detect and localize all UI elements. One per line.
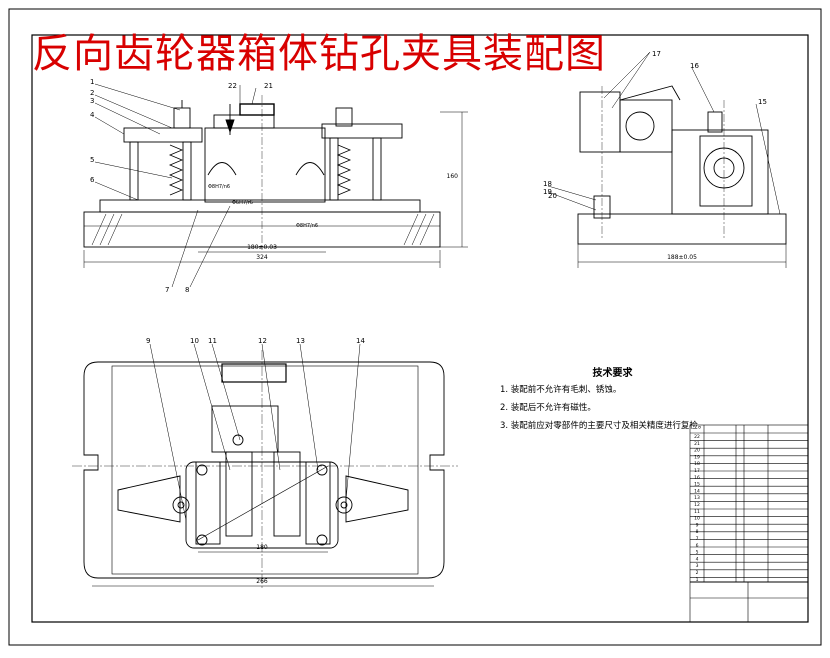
part-callout-21: 21 — [264, 82, 273, 90]
front-view — [83, 83, 468, 288]
parts-list-number-3: 3 — [696, 563, 699, 569]
dimension-plan-width: 266 — [256, 578, 268, 585]
dimension-plan-inner: 180 — [256, 544, 268, 551]
parts-list-number-9: 9 — [696, 522, 699, 528]
dimension-side-width: 188±0.05 — [667, 254, 697, 261]
parts-list-number-11: 11 — [694, 509, 700, 515]
parts-list-number-1: 1 — [696, 577, 699, 583]
drawing-title: 反向齿轮器箱体钻孔夹具装配图 — [32, 31, 606, 77]
dimension-front-height: 160 — [447, 173, 459, 180]
part-callout-11: 11 — [208, 337, 217, 345]
parts-list-number-6: 6 — [696, 543, 699, 549]
technical-requirements: 技术要求 1. 装配前不允许有毛刺、锈蚀。 2. 装配后不允许有磁性。 3. 装… — [500, 364, 707, 433]
parts-list-number-8: 8 — [696, 529, 699, 535]
parts-list-number-2: 2 — [696, 570, 699, 576]
parts-list-number-18: 18 — [694, 461, 700, 467]
parts-list-number-12: 12 — [694, 502, 700, 508]
dimension-front-inner: 180±0.03 — [247, 244, 277, 251]
part-callout-9: 9 — [146, 337, 150, 345]
part-callout-16: 16 — [690, 62, 699, 70]
dimension-front-width: 324 — [256, 254, 268, 261]
part-callout-3: 3 — [90, 97, 94, 105]
part-callout-18: 18 — [543, 180, 552, 188]
parts-list-number-21: 21 — [694, 441, 700, 447]
part-callout-2: 2 — [90, 89, 94, 97]
plan-view — [72, 343, 458, 590]
part-callout-15: 15 — [758, 98, 767, 106]
part-callout-5: 5 — [90, 156, 94, 164]
parts-list-number-10: 10 — [694, 516, 700, 522]
part-callout-12: 12 — [258, 337, 267, 345]
tech-req-heading: 技术要求 — [592, 368, 633, 379]
parts-list-number-7: 7 — [696, 536, 699, 542]
fit-label-1: Φ8H7/n6 — [208, 184, 230, 190]
part-callout-17: 17 — [652, 50, 661, 58]
parts-list-number-16: 16 — [694, 475, 700, 481]
tech-req-item-2: 2. 装配后不允许有磁性。 — [500, 403, 596, 413]
parts-list-number-20: 20 — [694, 448, 700, 454]
parts-list-number-4: 4 — [696, 556, 699, 562]
parts-list-number-22: 22 — [694, 434, 700, 440]
outer-border — [8, 8, 822, 646]
part-callout-8: 8 — [185, 286, 189, 294]
side-view — [547, 51, 787, 268]
part-callout-13: 13 — [296, 337, 305, 345]
part-callout-14: 14 — [356, 337, 365, 345]
tech-req-item-3: 3. 装配前应对零部件的主要尺寸及相关精度进行复检。 — [500, 421, 707, 431]
dimension-group: 324180±0.03160266180188±0.05Φ8H7/n6Φ6H7/… — [208, 173, 697, 585]
parts-list-number-5: 5 — [696, 550, 699, 556]
part-callout-1: 1 — [90, 78, 94, 86]
inner-border — [31, 34, 809, 623]
fit-label-2: Φ6H7/r6 — [232, 200, 253, 206]
part-callout-7: 7 — [165, 286, 169, 294]
part-callout-10: 10 — [190, 337, 199, 345]
fit-label-3: Φ8H7/n6 — [296, 223, 318, 229]
part-callout-6: 6 — [90, 176, 95, 184]
parts-list-number-14: 14 — [694, 488, 700, 494]
part-callout-22: 22 — [228, 82, 237, 90]
parts-list-number-15: 15 — [694, 482, 700, 488]
parts-list-number-17: 17 — [694, 468, 700, 474]
tech-req-item-1: 1. 装配前不允许有毛刺、锈蚀。 — [500, 385, 622, 395]
part-callout-20: 20 — [548, 192, 557, 200]
parts-list-number-19: 19 — [694, 454, 700, 460]
part-callout-4: 4 — [90, 111, 95, 119]
parts-list-number-13: 13 — [694, 495, 700, 501]
part-callout-19: 19 — [543, 188, 552, 196]
